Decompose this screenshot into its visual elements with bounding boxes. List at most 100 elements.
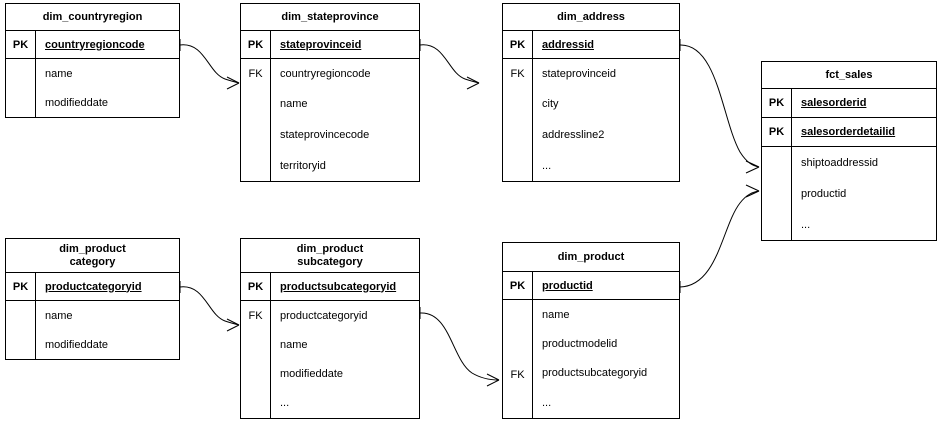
- attribute-group: name modifieddate: [6, 59, 179, 117]
- attribute-column: stateprovinceid city addressline2 ...: [533, 59, 679, 181]
- table-row[interactable]: name: [45, 67, 73, 80]
- key-label: PK: [762, 89, 792, 117]
- key-column: FK: [241, 59, 271, 181]
- key-label: FK: [510, 68, 525, 80]
- table-row[interactable]: ...: [542, 159, 552, 172]
- table-row[interactable]: name: [280, 98, 308, 110]
- relationship-stateprovince-address[interactable]: [419, 39, 480, 90]
- table-row[interactable]: PK salesorderdetailid: [762, 118, 936, 147]
- key-label: FK: [510, 369, 525, 381]
- attribute-name: stateprovinceid: [280, 38, 362, 51]
- key-label: PK: [503, 31, 533, 58]
- relationship-product-sales[interactable]: [679, 184, 760, 293]
- attribute-column: productcategoryid name modifieddate ...: [271, 301, 419, 418]
- table-row[interactable]: stateprovinceid: [542, 68, 616, 80]
- entity-title-line: dim_product: [557, 250, 625, 263]
- entity-dim-countryregion[interactable]: dim_countryregion PK countryregioncode n…: [5, 3, 180, 118]
- attribute-column: name productmodelid productsubcategoryid…: [533, 300, 679, 418]
- attribute-group: FK name productmodelid productsubcategor…: [503, 300, 679, 418]
- table-row[interactable]: ...: [280, 397, 290, 409]
- table-row[interactable]: modifieddate: [280, 367, 343, 380]
- table-row[interactable]: name: [542, 308, 570, 321]
- entity-title: dim_stateprovince: [241, 4, 419, 31]
- entity-title-line: category: [69, 255, 116, 268]
- attribute-name: countryregioncode: [45, 38, 145, 51]
- table-row[interactable]: name: [280, 338, 308, 351]
- entity-dim-address[interactable]: dim_address PK addressid FK stateprovinc…: [502, 3, 680, 182]
- entity-dim-product[interactable]: dim_product PK productid FK name product…: [502, 242, 680, 419]
- key-label: FK: [248, 68, 263, 80]
- table-row[interactable]: addressline2: [542, 128, 605, 141]
- table-row[interactable]: PK productcategoryid: [6, 273, 179, 301]
- key-column: FK: [503, 59, 533, 181]
- attribute-group: FK countryregioncode name stateprovincec…: [241, 59, 419, 181]
- attribute-name: productsubcategoryid: [280, 280, 397, 293]
- key-column: FK: [241, 301, 271, 418]
- table-row[interactable]: PK addressid: [503, 31, 679, 59]
- table-row[interactable]: productmodelid: [542, 337, 618, 350]
- attribute-group: shiptoaddressid productid ...: [762, 147, 936, 240]
- entity-dim-productsubcategory[interactable]: dim_product subcategory PK productsubcat…: [240, 238, 420, 419]
- entity-title: dim_product category: [6, 239, 179, 273]
- key-label: PK: [241, 31, 271, 58]
- entity-title-line: fct_sales: [825, 68, 873, 81]
- table-row[interactable]: countryregioncode: [280, 68, 371, 80]
- entity-title: dim_address: [503, 4, 679, 31]
- key-label: PK: [241, 273, 271, 300]
- entity-dim-stateprovince[interactable]: dim_stateprovince PK stateprovinceid FK …: [240, 3, 420, 182]
- attribute-name: addressid: [542, 38, 594, 51]
- attribute-name: productcategoryid: [45, 280, 142, 293]
- table-row[interactable]: productsubcategoryid: [542, 367, 648, 379]
- relationship-productsubcategory-product[interactable]: [419, 307, 500, 387]
- attribute-column: name modifieddate: [36, 59, 179, 117]
- table-row[interactable]: city: [542, 98, 559, 110]
- table-row[interactable]: PK countryregioncode: [6, 31, 179, 59]
- table-row[interactable]: productcategoryid: [280, 309, 368, 322]
- table-row[interactable]: territoryid: [280, 159, 326, 172]
- attribute-name: salesorderid: [801, 97, 867, 109]
- attribute-column: shiptoaddressid productid ...: [792, 147, 936, 240]
- relationship-address-sales[interactable]: [679, 39, 760, 174]
- table-row[interactable]: stateprovincecode: [280, 128, 370, 141]
- entity-title: dim_product subcategory: [241, 239, 419, 273]
- attribute-column: countryregioncode name stateprovincecode…: [271, 59, 419, 181]
- table-row[interactable]: name: [45, 309, 73, 322]
- entity-title-line: dim_product: [59, 242, 126, 255]
- entity-fct-sales[interactable]: fct_sales PK salesorderid PK salesorderd…: [761, 61, 937, 241]
- key-column: FK: [503, 300, 533, 418]
- key-label: PK: [503, 272, 533, 299]
- attribute-group: FK productcategoryid name modifieddate .…: [241, 301, 419, 418]
- attribute-group: FK stateprovinceid city addressline2 ...: [503, 59, 679, 181]
- table-row[interactable]: PK salesorderid: [762, 89, 936, 118]
- table-row[interactable]: modifieddate: [45, 96, 108, 109]
- relationship-countryregion-stateprovince[interactable]: [179, 39, 240, 90]
- table-row[interactable]: shiptoaddressid: [801, 156, 879, 169]
- entity-title-line: dim_product: [296, 242, 364, 255]
- table-row[interactable]: productid: [801, 187, 847, 200]
- attribute-column: name modifieddate: [36, 301, 179, 359]
- key-column: [6, 59, 36, 117]
- key-column: [6, 301, 36, 359]
- entity-title: dim_countryregion: [6, 4, 179, 31]
- key-label: PK: [6, 31, 36, 58]
- key-label: PK: [762, 118, 792, 146]
- table-row[interactable]: ...: [542, 397, 552, 409]
- entity-title-line: dim_address: [557, 10, 625, 23]
- table-row[interactable]: ...: [801, 218, 811, 231]
- entity-title: fct_sales: [762, 62, 936, 89]
- key-column: [762, 147, 792, 240]
- entity-title: dim_product: [503, 243, 679, 272]
- attribute-name: salesorderdetailid: [801, 126, 896, 138]
- attribute-group: name modifieddate: [6, 301, 179, 359]
- relationship-productcategory-productsubcategory[interactable]: [179, 281, 240, 332]
- table-row[interactable]: PK productsubcategoryid: [241, 273, 419, 301]
- table-row[interactable]: modifieddate: [45, 338, 108, 351]
- key-label: PK: [6, 273, 36, 300]
- entity-dim-productcategory[interactable]: dim_product category PK productcategoryi…: [5, 238, 180, 360]
- table-row[interactable]: PK stateprovinceid: [241, 31, 419, 59]
- table-row[interactable]: PK productid: [503, 272, 679, 300]
- attribute-name: productid: [542, 279, 593, 292]
- entity-title-line: subcategory: [297, 255, 363, 268]
- entity-title-line: dim_stateprovince: [281, 10, 379, 23]
